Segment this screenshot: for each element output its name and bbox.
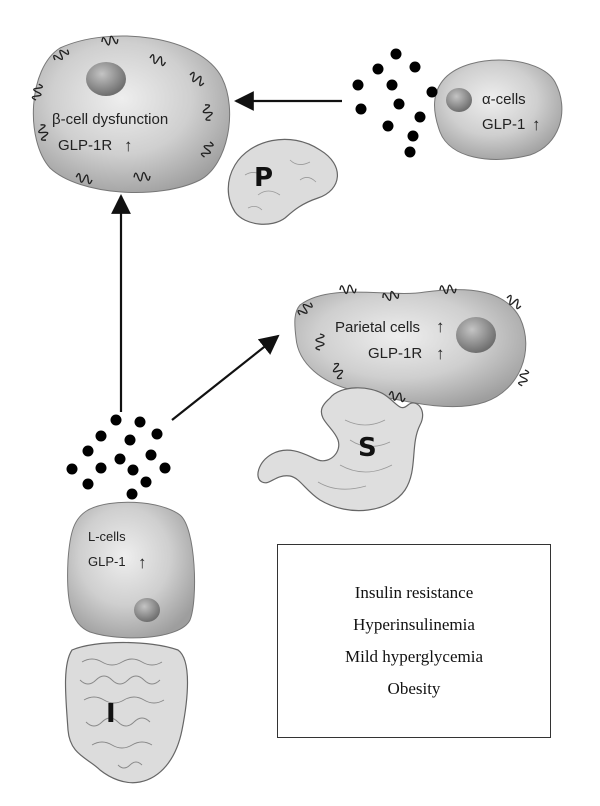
- conditions-box: Insulin resistance Hyperinsulinemia Mild…: [277, 544, 551, 738]
- parietal-cell-nucleus: [456, 317, 496, 353]
- beta-cell-receptor-label: GLP-1R: [58, 137, 112, 154]
- alpha-cell-hormone-arrow: ↑: [532, 115, 541, 134]
- alpha-cell-nucleus: [446, 88, 472, 112]
- arrow-l-to-parietal: [171, 334, 280, 421]
- beta-cell-receptor-arrow: ↑: [124, 136, 133, 155]
- condition-hyperinsulinemia: Hyperinsulinemia: [353, 615, 475, 634]
- parietal-cell: Parietal cells ↑ GLP-1R ↑: [294, 283, 530, 408]
- condition-mild-hyperglycemia: Mild hyperglycemia: [344, 647, 484, 666]
- stomach-letter: S: [358, 433, 377, 463]
- alpha-cell-label: α-cells: [482, 91, 526, 108]
- alpha-glp1-dots: [352, 48, 438, 158]
- parietal-cell-label: Parietal cells: [335, 319, 420, 336]
- intestine: I: [64, 641, 189, 784]
- l-cell-nucleus: [134, 598, 160, 622]
- beta-cell-nucleus: [86, 62, 126, 96]
- parietal-cell-receptor-arrow: ↑: [436, 344, 445, 363]
- parietal-cell-receptor-label: GLP-1R: [368, 345, 422, 362]
- parietal-cell-label-arrow: ↑: [436, 317, 445, 336]
- pancreas: P: [227, 138, 338, 225]
- beta-cell: β-cell dysfunction GLP-1R ↑: [31, 34, 231, 193]
- beta-cell-label: β-cell dysfunction: [52, 111, 168, 128]
- alpha-cell: α-cells GLP-1 ↑: [434, 59, 563, 160]
- l-cell-glp1-dots: [66, 414, 171, 500]
- l-cell-hormone-arrow: ↑: [138, 553, 147, 572]
- condition-insulin-resistance: Insulin resistance: [354, 583, 474, 602]
- condition-obesity: Obesity: [387, 679, 441, 698]
- pancreas-letter: P: [254, 163, 273, 193]
- l-cell-hormone-label: GLP-1: [88, 554, 126, 569]
- intestine-letter: I: [106, 699, 116, 729]
- l-cell-label: L-cells: [88, 529, 126, 544]
- arrows: [111, 91, 342, 421]
- alpha-cell-hormone-label: GLP-1: [482, 116, 525, 133]
- stomach: S: [257, 387, 424, 512]
- l-cell: L-cells GLP-1 ↑: [67, 501, 196, 639]
